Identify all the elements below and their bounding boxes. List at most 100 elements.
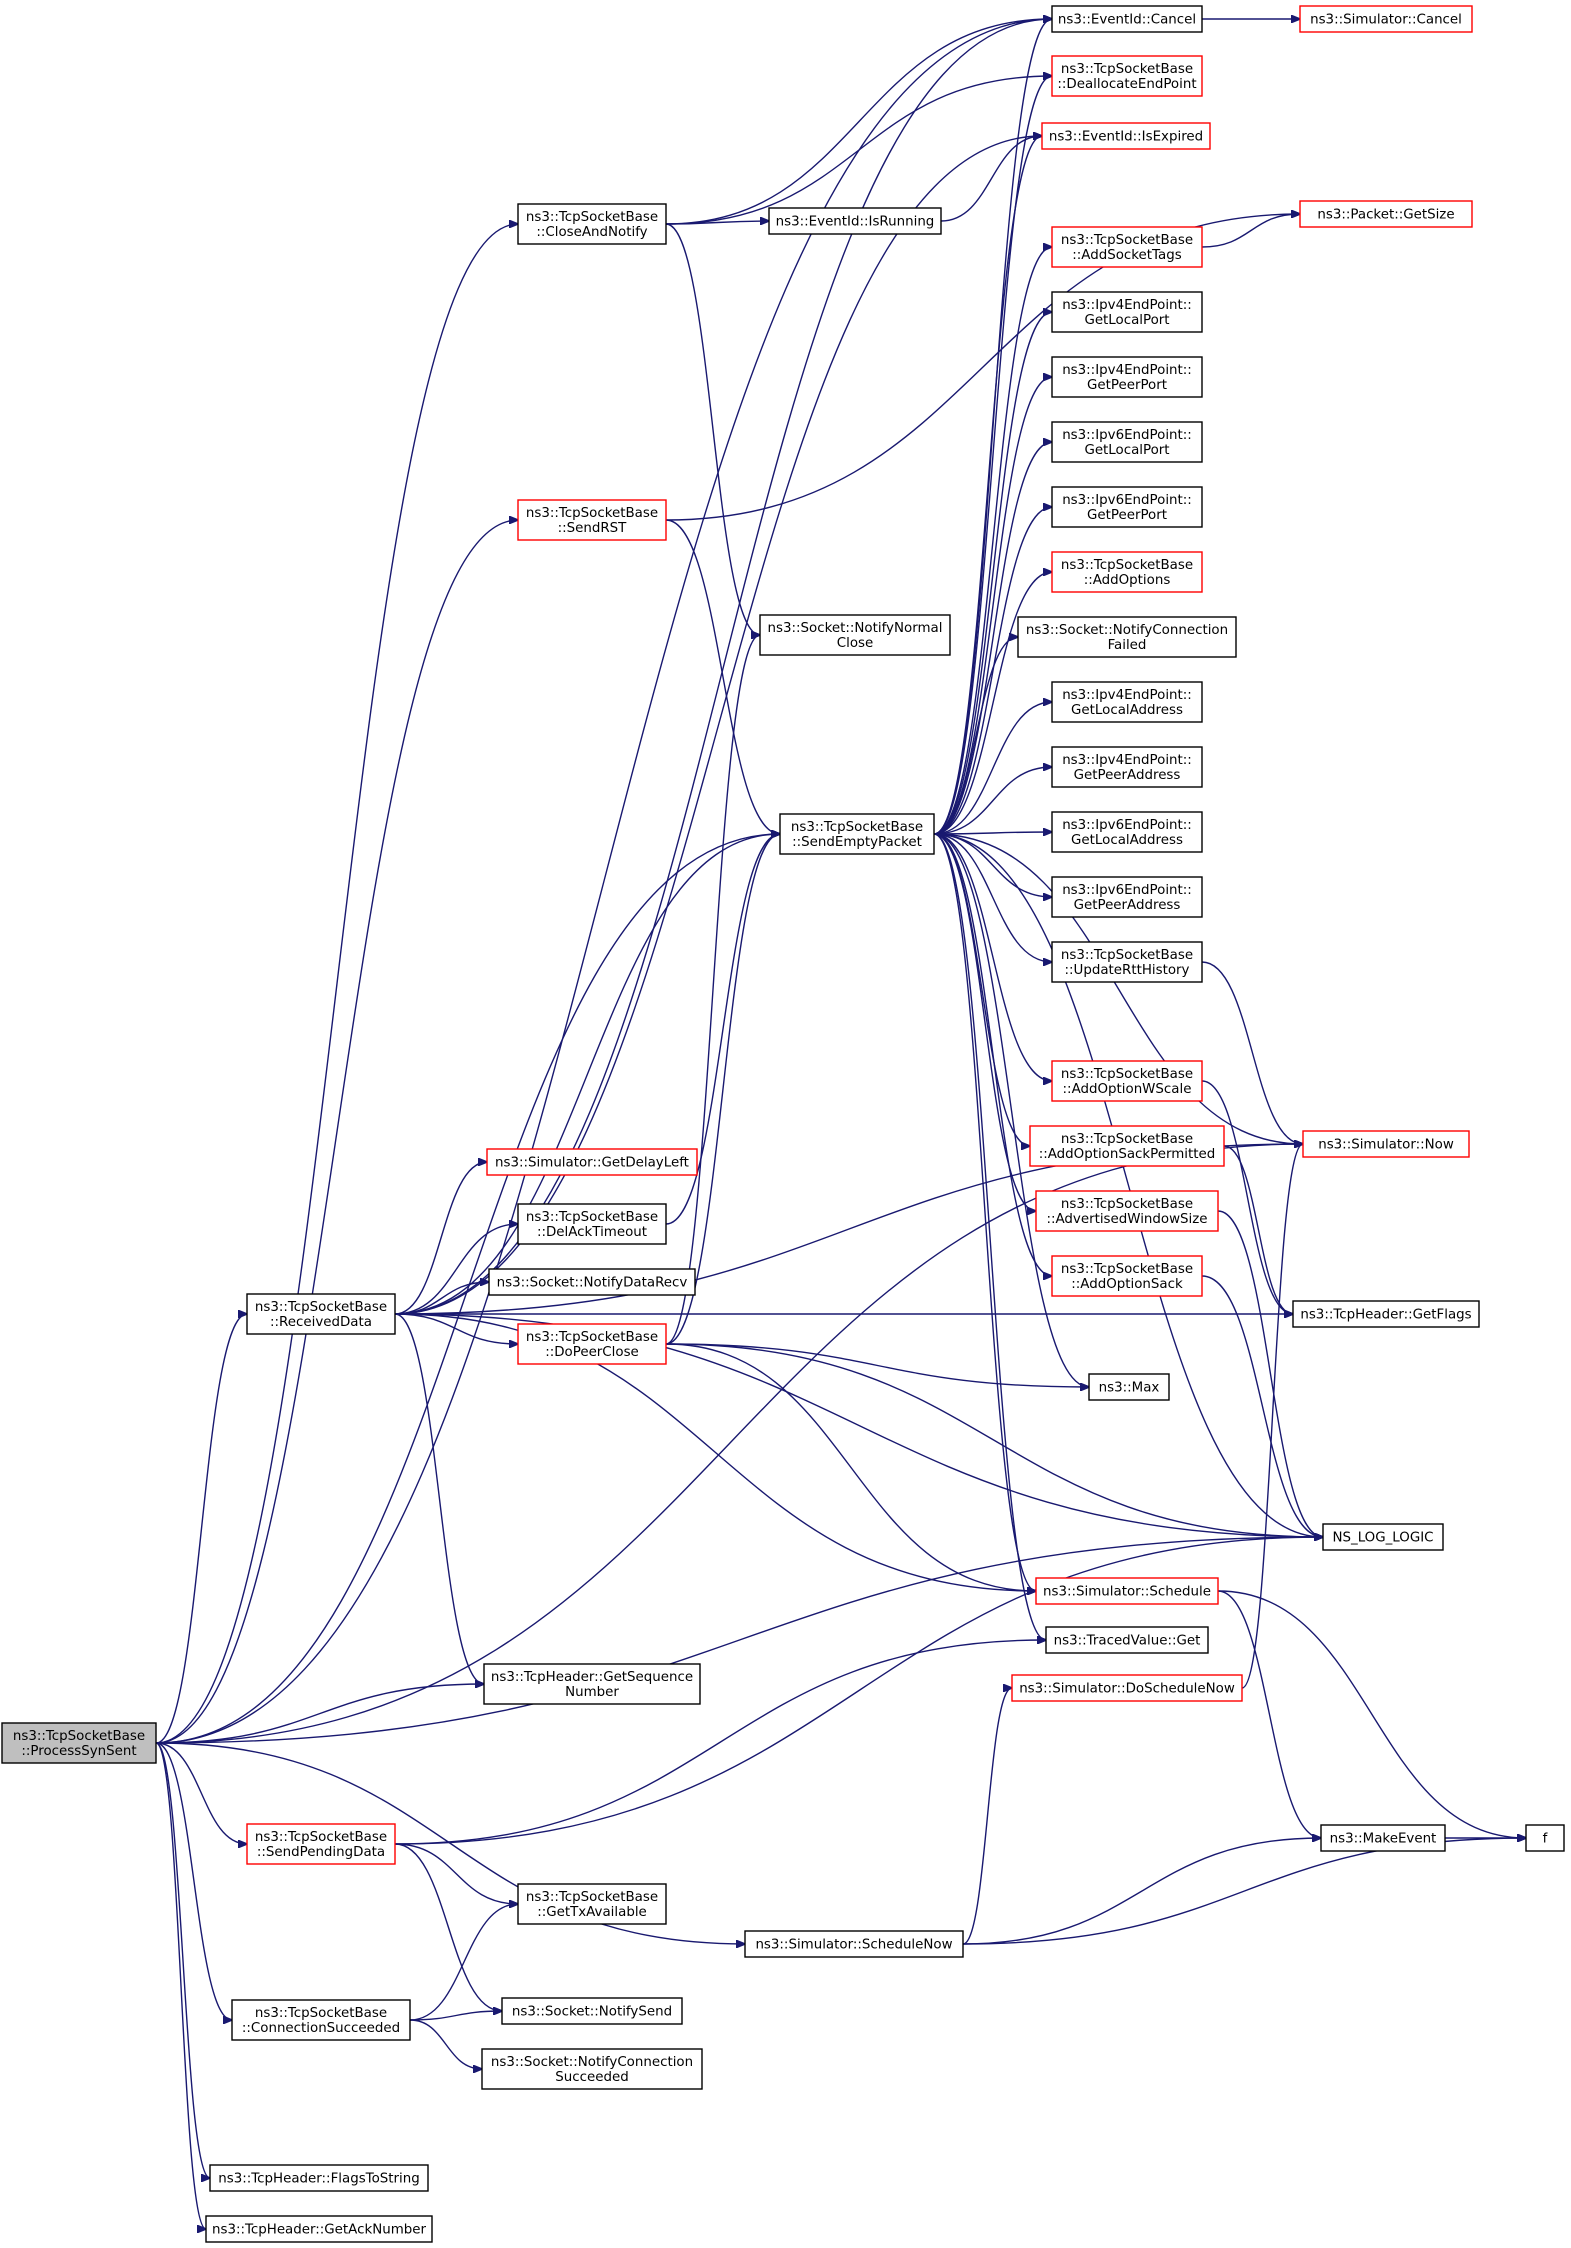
edge-schedulenow-to-makeevent <box>962 1838 1321 1945</box>
node-closeandnotify[interactable]: ns3::TcpSocketBase::CloseAndNotify <box>517 203 667 245</box>
node-addoptionsackperm[interactable]: ns3::TcpSocketBase::AddOptionSackPermitt… <box>1029 1125 1225 1167</box>
node-sendpendingdata[interactable]: ns3::TcpSocketBase::SendPendingData <box>246 1823 396 1865</box>
node-box <box>1035 1577 1219 1605</box>
node-box <box>1051 226 1203 268</box>
node-ipv6peerport[interactable]: ns3::Ipv6EndPoint::GetPeerPort <box>1051 486 1203 528</box>
node-sendrst[interactable]: ns3::TcpSocketBase::SendRST <box>517 499 667 541</box>
node-getdelayleft[interactable]: ns3::Simulator::GetDelayLeft <box>486 1148 698 1176</box>
node-label: ns3::EventId::Cancel <box>1058 13 1196 28</box>
node-simulatorschedule[interactable]: ns3::Simulator::Schedule <box>1035 1577 1219 1605</box>
node-flagstostring[interactable]: ns3::TcpHeader::FlagsToString <box>209 2164 429 2192</box>
node-ipv4localaddr[interactable]: ns3::Ipv4EndPoint::GetLocalAddress <box>1051 681 1203 723</box>
node-dopeerclose[interactable]: ns3::TcpSocketBase::DoPeerClose <box>517 1323 667 1365</box>
node-tracedvalueget[interactable]: ns3::TracedValue::Get <box>1045 1626 1209 1654</box>
edge-sendemptypacket-to-nslogLogic <box>933 833 1323 1537</box>
node-addoptionsack[interactable]: ns3::TcpSocketBase::AddOptionSack <box>1051 1255 1203 1297</box>
node-ipv6peeraddr[interactable]: ns3::Ipv6EndPoint::GetPeerAddress <box>1051 876 1203 918</box>
node-box <box>517 1323 667 1365</box>
edge-connsucceeded-to-notifysend <box>409 2011 502 2021</box>
node-box <box>1051 681 1203 723</box>
node-simulatornow[interactable]: ns3::Simulator::Now <box>1302 1130 1470 1158</box>
node-receiveddata[interactable]: ns3::TcpSocketBase::ReceivedData <box>246 1293 396 1335</box>
node-label: ns3::TcpSocketBase <box>526 1210 658 1225</box>
node-label: ::ProcessSynSent <box>21 1744 136 1759</box>
node-deallocateendpoint[interactable]: ns3::TcpSocketBase::DeallocateEndPoint <box>1051 55 1203 97</box>
node-packetgetsize[interactable]: ns3::Packet::GetSize <box>1299 200 1473 228</box>
node-box <box>1320 1824 1446 1852</box>
node-advwindowsize[interactable]: ns3::TcpSocketBase::AdvertisedWindowSize <box>1035 1190 1219 1232</box>
node-label: ns3::TcpSocketBase <box>526 210 658 225</box>
node-schedulenow[interactable]: ns3::Simulator::ScheduleNow <box>744 1930 964 1958</box>
node-label: ::DeallocateEndPoint <box>1057 77 1196 92</box>
node-notifydatarecv[interactable]: ns3::Socket::NotifyDataRecv <box>488 1268 696 1296</box>
edge-sendemptypacket-to-tracedvalueget <box>933 833 1046 1640</box>
edge-sendemptypacket-to-ipv4peerport <box>933 377 1052 835</box>
node-box <box>1525 1824 1565 1852</box>
node-label: ns3::TcpSocketBase <box>526 1890 658 1905</box>
node-box <box>501 1997 683 2025</box>
node-makeevent[interactable]: ns3::MakeEvent <box>1320 1824 1446 1852</box>
node-box <box>1051 5 1203 33</box>
node-nslogLogic[interactable]: NS_LOG_LOGIC <box>1322 1523 1444 1551</box>
node-sendemptypacket[interactable]: ns3::TcpSocketBase::SendEmptyPacket <box>779 813 935 855</box>
node-tcpheadergetflags[interactable]: ns3::TcpHeader::GetFlags <box>1292 1300 1480 1328</box>
node-max[interactable]: ns3::Max <box>1088 1373 1170 1401</box>
node-box <box>517 203 667 245</box>
node-getacknumber[interactable]: ns3::TcpHeader::GetAckNumber <box>205 2215 433 2243</box>
node-doschedulenow[interactable]: ns3::Simulator::DoScheduleNow <box>1011 1674 1243 1702</box>
node-ipv6localaddr[interactable]: ns3::Ipv6EndPoint::GetLocalAddress <box>1051 811 1203 853</box>
node-label: ns3::TcpSocketBase <box>13 1729 145 1744</box>
node-updaterttHistory[interactable]: ns3::TcpSocketBase::UpdateRttHistory <box>1051 941 1203 983</box>
node-eventidcancel[interactable]: ns3::EventId::Cancel <box>1051 5 1203 33</box>
node-notifysend[interactable]: ns3::Socket::NotifySend <box>501 1997 683 2025</box>
node-label: ns3::TcpSocketBase <box>1061 1067 1193 1082</box>
node-ipv4peerport[interactable]: ns3::Ipv4EndPoint::GetPeerPort <box>1051 356 1203 398</box>
edge-sendrst-to-packetgetsize <box>665 214 1300 521</box>
edge-processsynsent-to-sendpendingdata <box>155 1742 247 1844</box>
nodes-layer: ns3::TcpSocketBase::ProcessSynSentns3::T… <box>1 5 1565 2243</box>
node-label: GetLocalAddress <box>1071 703 1183 718</box>
node-label: ns3::TcpSocketBase <box>255 1830 387 1845</box>
node-simulatorcancel[interactable]: ns3::Simulator::Cancel <box>1299 5 1473 33</box>
node-isexpired[interactable]: ns3::EventId::IsExpired <box>1041 122 1211 150</box>
node-delacktimeout[interactable]: ns3::TcpSocketBase::DelAckTimeout <box>517 1203 667 1245</box>
node-box <box>517 499 667 541</box>
edge-connsucceeded-to-notifyconnsucceeded <box>409 2019 482 2069</box>
node-addoptions[interactable]: ns3::TcpSocketBase::AddOptions <box>1051 551 1203 593</box>
edge-addsockettags-to-packetgetsize <box>1201 214 1300 248</box>
node-box <box>1051 1255 1203 1297</box>
edge-dopeerclose-to-max <box>665 1343 1089 1387</box>
node-addsockettags[interactable]: ns3::TcpSocketBase::AddSocketTags <box>1051 226 1203 268</box>
node-isrunning[interactable]: ns3::EventId::IsRunning <box>768 207 942 235</box>
node-addoptionwscale[interactable]: ns3::TcpSocketBase::AddOptionWScale <box>1051 1060 1203 1102</box>
edge-processsynsent-to-nslogLogic <box>155 1537 1323 1744</box>
node-box <box>1299 200 1473 228</box>
edge-sendemptypacket-to-updaterttHistory <box>933 833 1052 962</box>
node-gettxavailable[interactable]: ns3::TcpSocketBase::GetTxAvailable <box>517 1883 667 1925</box>
node-label: ns3::TcpSocketBase <box>1061 1262 1193 1277</box>
node-label: ns3::Simulator::DoScheduleNow <box>1019 1682 1235 1697</box>
node-box <box>1299 5 1473 33</box>
node-processsynsent[interactable]: ns3::TcpSocketBase::ProcessSynSent <box>1 1722 157 1764</box>
node-label: ns3::Ipv6EndPoint:: <box>1062 883 1192 898</box>
node-label: ::ReceivedData <box>270 1315 372 1330</box>
node-connsucceeded[interactable]: ns3::TcpSocketBase::ConnectionSucceeded <box>231 1999 411 2041</box>
edge-addoptionsackperm-to-tcpheadergetflags <box>1223 1145 1293 1314</box>
edge-closeandnotify-to-isrunning <box>665 221 769 224</box>
node-ipv6localport[interactable]: ns3::Ipv6EndPoint::GetLocalPort <box>1051 421 1203 463</box>
edge-simulatorschedule-to-f <box>1217 1590 1526 1838</box>
node-label: ns3::TcpSocketBase <box>1061 948 1193 963</box>
node-ipv4localport[interactable]: ns3::Ipv4EndPoint::GetLocalPort <box>1051 291 1203 333</box>
node-label: ns3::TcpSocketBase <box>526 1330 658 1345</box>
node-f[interactable]: f <box>1525 1824 1565 1852</box>
edge-sendpendingdata-to-gettxavailable <box>394 1843 518 1904</box>
node-box <box>1 1722 157 1764</box>
node-label: ::AddOptions <box>1084 573 1171 588</box>
node-ipv4peeraddr[interactable]: ns3::Ipv4EndPoint::GetPeerAddress <box>1051 746 1203 788</box>
node-label: ns3::Ipv4EndPoint:: <box>1062 363 1192 378</box>
